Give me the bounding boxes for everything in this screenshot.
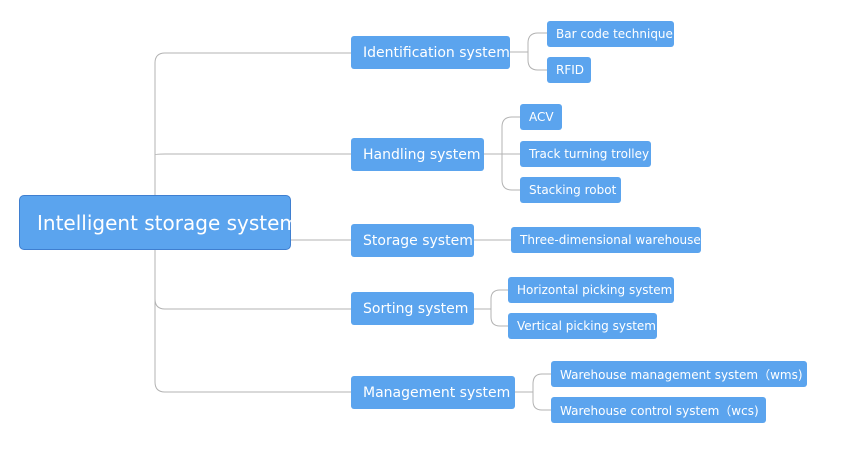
branch-label: Sorting system bbox=[363, 300, 469, 317]
leaf-label: Stacking robot bbox=[529, 183, 617, 197]
branch-label: Management system bbox=[363, 384, 511, 401]
leaf-label: Track turning trolley bbox=[529, 147, 650, 161]
leaf-rfid: RFID bbox=[547, 57, 591, 83]
leaf-warehouse-management-system: Warehouse management system（wms) bbox=[551, 361, 807, 387]
leaf-label: Horizontal picking system bbox=[517, 283, 673, 297]
leaf-three-dimensional-warehouse: Three-dimensional warehouse bbox=[511, 227, 701, 253]
branch-label: Storage system bbox=[363, 232, 473, 249]
branch-handling-system: Handling system bbox=[351, 138, 484, 171]
leaf-label: ACV bbox=[529, 110, 554, 124]
branch-sorting-system: Sorting system bbox=[351, 292, 474, 325]
leaf-horizontal-picking-system: Horizontal picking system bbox=[508, 277, 674, 303]
branch-label: Handling system bbox=[363, 146, 481, 163]
leaf-vertical-picking-system: Vertical picking system bbox=[508, 313, 657, 339]
leaf-warehouse-control-system: Warehouse control system（wcs) bbox=[551, 397, 766, 423]
root-node: Intelligent storage system bbox=[19, 195, 299, 250]
leaf-acv: ACV bbox=[520, 104, 562, 130]
branch-label: Identification system bbox=[363, 44, 510, 61]
root-label: Intelligent storage system bbox=[37, 210, 299, 235]
leaf-label: Vertical picking system bbox=[517, 319, 656, 333]
leaf-label: RFID bbox=[556, 63, 585, 77]
leaf-label: Warehouse control system（wcs) bbox=[560, 403, 759, 418]
leaf-stacking-robot: Stacking robot bbox=[520, 177, 621, 203]
leaf-track-turning-trolley: Track turning trolley bbox=[520, 141, 651, 167]
branch-management-system: Management system bbox=[351, 376, 515, 409]
leaf-bar-code-technique: Bar code technique bbox=[547, 21, 674, 47]
branch-identification-system: Identification system bbox=[351, 36, 510, 69]
branch-storage-system: Storage system bbox=[351, 224, 474, 257]
leaf-label: Three-dimensional warehouse bbox=[520, 233, 701, 247]
leaf-label: Warehouse management system（wms) bbox=[560, 367, 803, 382]
leaf-label: Bar code technique bbox=[556, 27, 673, 41]
